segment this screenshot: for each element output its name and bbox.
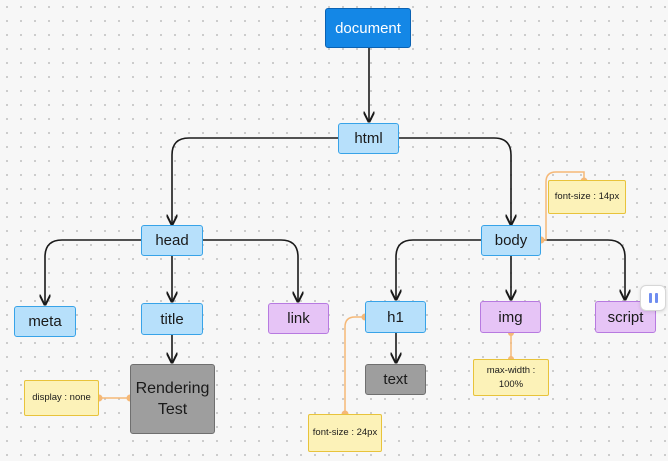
node-img[interactable]: img xyxy=(480,301,541,333)
annotation-line-h1-note xyxy=(344,316,365,414)
edge-body-h1 xyxy=(396,239,481,299)
note-h1-font-size[interactable]: font-size : 24px xyxy=(308,414,382,452)
node-head[interactable]: head xyxy=(141,225,203,256)
node-text[interactable]: text xyxy=(365,364,426,395)
node-meta[interactable]: meta xyxy=(14,306,76,337)
edge-head-link xyxy=(203,239,298,301)
node-h1[interactable]: h1 xyxy=(365,301,426,333)
node-html[interactable]: html xyxy=(338,123,399,154)
note-img-max-width[interactable]: max-width : 100% xyxy=(473,359,549,396)
pause-button[interactable] xyxy=(640,285,666,311)
edge-head-meta xyxy=(45,239,141,304)
note-body-font-size[interactable]: font-size : 14px xyxy=(548,180,626,214)
node-title[interactable]: title xyxy=(141,303,203,335)
node-body[interactable]: body xyxy=(481,225,541,256)
node-link[interactable]: link xyxy=(268,303,329,334)
edge-html-body xyxy=(399,137,511,224)
edge-html-head xyxy=(172,137,338,224)
node-rendering-test[interactable]: Rendering Test xyxy=(130,364,215,434)
edge-body-script xyxy=(541,239,625,299)
node-document[interactable]: document xyxy=(325,8,411,48)
note-title-display[interactable]: display : none xyxy=(24,380,99,416)
pause-icon xyxy=(647,293,659,303)
